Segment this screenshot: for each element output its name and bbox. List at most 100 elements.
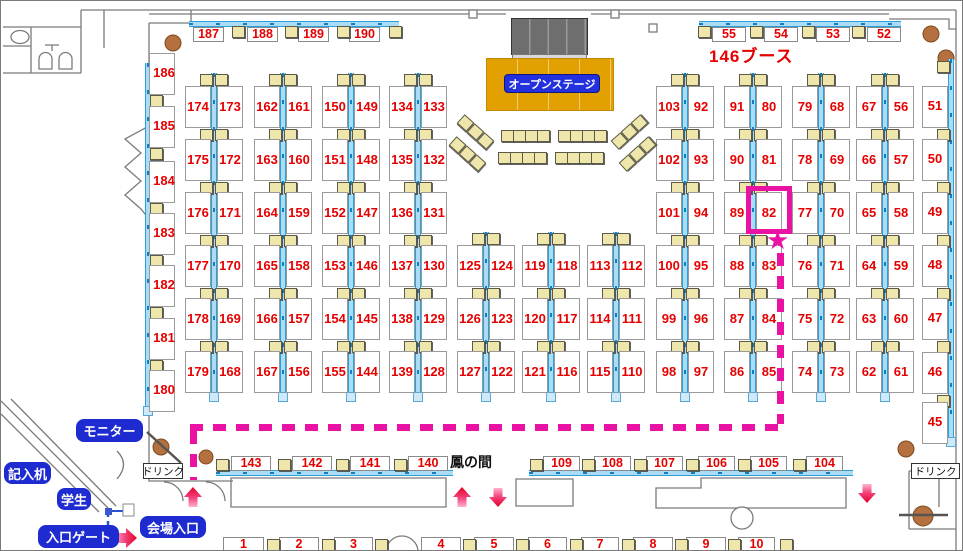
booth-1[interactable]: 1 [223, 537, 264, 550]
booth-147[interactable]: 147 [356, 205, 378, 220]
booth-124[interactable]: 124 [491, 258, 513, 273]
booth-152[interactable]: 152 [324, 205, 346, 220]
booth-65[interactable]: 65 [861, 205, 877, 220]
booth-54[interactable]: 54 [764, 27, 798, 42]
booth-75[interactable]: 75 [797, 311, 813, 326]
booth-57[interactable]: 57 [893, 152, 909, 167]
booth-176[interactable]: 176 [187, 205, 209, 220]
booth-113[interactable]: 113 [589, 258, 611, 273]
booth-104[interactable]: 104 [806, 456, 843, 471]
booth-148[interactable]: 148 [356, 152, 378, 167]
booth-143[interactable]: 143 [231, 456, 271, 471]
booth-131[interactable]: 131 [423, 205, 445, 220]
booth-175[interactable]: 175 [187, 152, 209, 167]
booth-122[interactable]: 122 [491, 364, 513, 379]
booth-174[interactable]: 174 [187, 99, 209, 114]
booth-73[interactable]: 73 [829, 364, 845, 379]
booth-105[interactable]: 105 [750, 456, 787, 471]
booth-46[interactable]: 46 [927, 364, 943, 379]
booth-167[interactable]: 167 [256, 364, 278, 379]
booth-149[interactable]: 149 [356, 99, 378, 114]
booth-3[interactable]: 3 [334, 537, 373, 550]
booth-59[interactable]: 59 [893, 258, 909, 273]
booth-150[interactable]: 150 [324, 99, 346, 114]
booth-2[interactable]: 2 [279, 537, 319, 550]
booth-190[interactable]: 190 [349, 27, 380, 42]
booth-96[interactable]: 96 [693, 311, 709, 326]
booth-50[interactable]: 50 [927, 151, 943, 166]
booth-180[interactable]: 180 [153, 382, 175, 397]
booth-79[interactable]: 79 [797, 99, 813, 114]
booth-95[interactable]: 95 [693, 258, 709, 273]
booth-66[interactable]: 66 [861, 152, 877, 167]
booth-116[interactable]: 116 [556, 364, 578, 379]
booth-78[interactable]: 78 [797, 152, 813, 167]
booth-87[interactable]: 87 [729, 311, 745, 326]
booth-182[interactable]: 182 [153, 277, 175, 292]
booth-47[interactable]: 47 [927, 310, 943, 325]
booth-146[interactable]: 146 [356, 258, 378, 273]
booth-90[interactable]: 90 [729, 152, 745, 167]
booth-94[interactable]: 94 [693, 205, 709, 220]
booth-74[interactable]: 74 [797, 364, 813, 379]
booth-110[interactable]: 110 [621, 364, 643, 379]
booth-118[interactable]: 118 [556, 258, 578, 273]
booth-97[interactable]: 97 [693, 364, 709, 379]
booth-153[interactable]: 153 [324, 258, 346, 273]
booth-107[interactable]: 107 [646, 456, 683, 471]
booth-155[interactable]: 155 [324, 364, 346, 379]
booth-58[interactable]: 58 [893, 205, 909, 220]
booth-159[interactable]: 159 [288, 205, 310, 220]
booth-179[interactable]: 179 [187, 364, 209, 379]
booth-164[interactable]: 164 [256, 205, 278, 220]
booth-108[interactable]: 108 [594, 456, 631, 471]
booth-109[interactable]: 109 [543, 456, 580, 471]
booth-8[interactable]: 8 [633, 537, 673, 550]
booth-92[interactable]: 92 [693, 99, 709, 114]
booth-98[interactable]: 98 [661, 364, 677, 379]
booth-64[interactable]: 64 [861, 258, 877, 273]
booth-151[interactable]: 151 [324, 152, 346, 167]
booth-156[interactable]: 156 [288, 364, 310, 379]
booth-82[interactable]: 82 [761, 205, 777, 220]
booth-53[interactable]: 53 [816, 27, 850, 42]
booth-140[interactable]: 140 [408, 456, 448, 471]
booth-106[interactable]: 106 [698, 456, 735, 471]
booth-88[interactable]: 88 [729, 258, 745, 273]
booth-141[interactable]: 141 [350, 456, 390, 471]
booth-154[interactable]: 154 [324, 311, 346, 326]
booth-77[interactable]: 77 [797, 205, 813, 220]
booth-55[interactable]: 55 [712, 27, 746, 42]
booth-72[interactable]: 72 [829, 311, 845, 326]
booth-134[interactable]: 134 [391, 99, 413, 114]
booth-157[interactable]: 157 [288, 311, 310, 326]
booth-172[interactable]: 172 [219, 152, 241, 167]
booth-103[interactable]: 103 [658, 99, 680, 114]
booth-52[interactable]: 52 [867, 27, 901, 42]
booth-83[interactable]: 83 [761, 258, 777, 273]
booth-99[interactable]: 99 [661, 311, 677, 326]
booth-119[interactable]: 119 [524, 258, 546, 273]
booth-45[interactable]: 45 [927, 414, 943, 429]
booth-102[interactable]: 102 [658, 152, 680, 167]
booth-137[interactable]: 137 [391, 258, 413, 273]
booth-184[interactable]: 184 [153, 173, 175, 188]
booth-114[interactable]: 114 [589, 311, 611, 326]
booth-63[interactable]: 63 [861, 311, 877, 326]
booth-84[interactable]: 84 [761, 311, 777, 326]
booth-91[interactable]: 91 [729, 99, 745, 114]
booth-100[interactable]: 100 [658, 258, 680, 273]
booth-136[interactable]: 136 [391, 205, 413, 220]
booth-186[interactable]: 186 [153, 65, 175, 80]
booth-70[interactable]: 70 [829, 205, 845, 220]
booth-101[interactable]: 101 [658, 205, 680, 220]
booth-188[interactable]: 188 [247, 27, 278, 42]
booth-111[interactable]: 111 [621, 311, 643, 326]
booth-187[interactable]: 187 [193, 27, 224, 42]
booth-89[interactable]: 89 [729, 205, 745, 220]
booth-126[interactable]: 126 [459, 311, 481, 326]
booth-76[interactable]: 76 [797, 258, 813, 273]
booth-133[interactable]: 133 [423, 99, 445, 114]
booth-85[interactable]: 85 [761, 364, 777, 379]
booth-112[interactable]: 112 [621, 258, 643, 273]
